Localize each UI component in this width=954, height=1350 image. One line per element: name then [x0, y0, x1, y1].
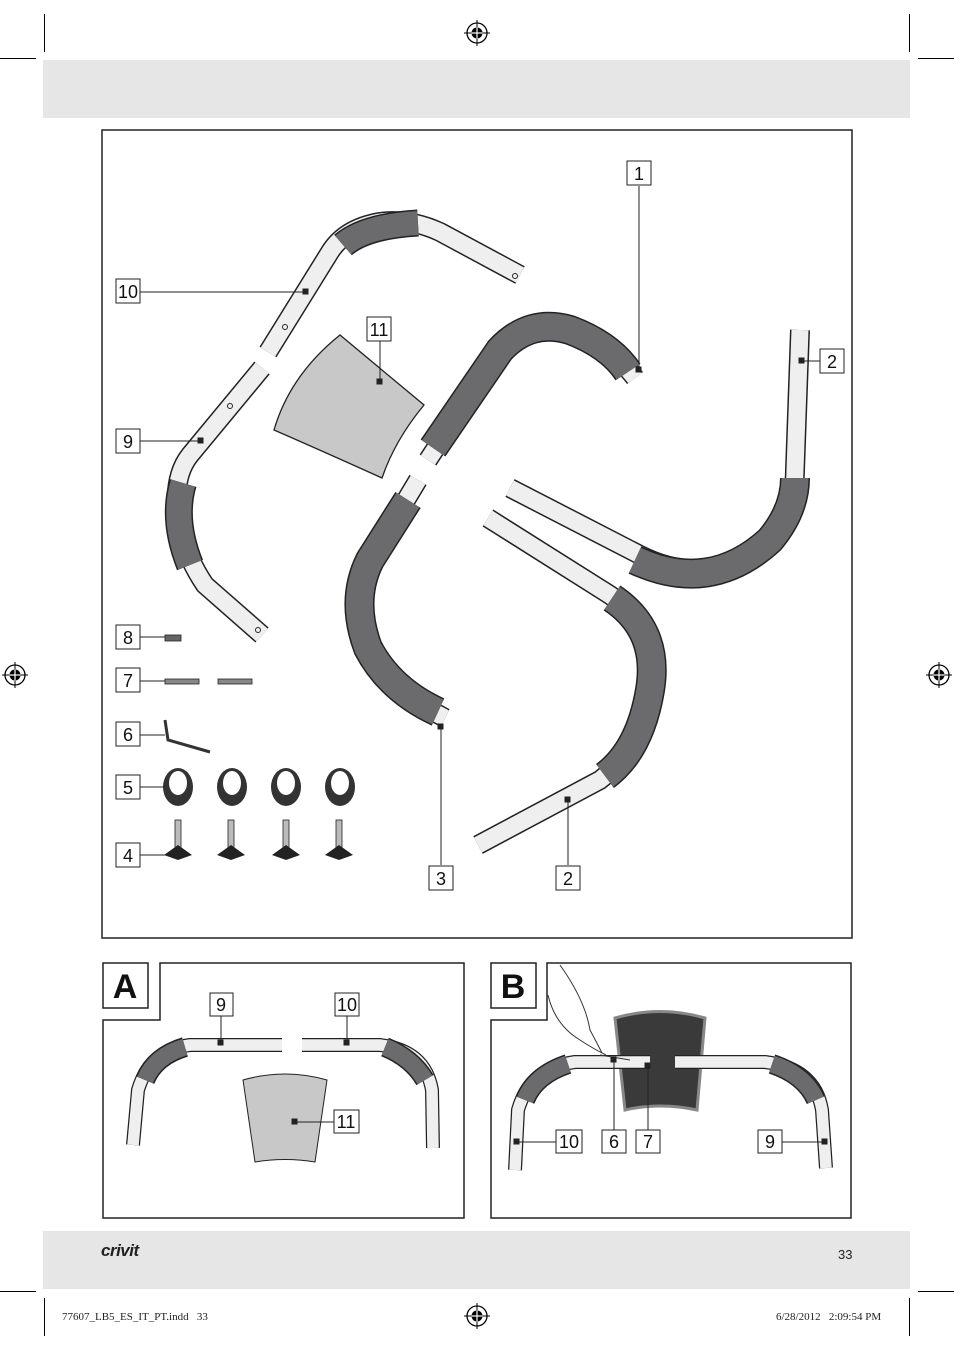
label-part-4: 4: [123, 846, 133, 866]
tube-part-2-lower: [473, 509, 667, 854]
label-part-10: 10: [118, 282, 138, 302]
crop-mark: [909, 14, 910, 52]
tube-part-3: [344, 474, 450, 727]
screw-part-8: [164, 634, 182, 642]
seat-fabric-a: [242, 1073, 328, 1163]
crop-mark: [0, 1291, 36, 1292]
label-part-2-bottom: 2: [563, 869, 573, 889]
crop-mark: [918, 58, 954, 59]
panel-a-label-11: 11: [337, 1112, 356, 1132]
seat-fabric-part-11: [273, 334, 425, 479]
tube-part-10: [259, 209, 525, 358]
crop-mark: [44, 14, 45, 52]
crop-mark: [909, 1298, 910, 1336]
panel-a-label-10: 10: [337, 995, 357, 1015]
footer-file: 77607_LB5_ES_IT_PT.indd 33: [62, 1311, 208, 1323]
header-band: [43, 60, 910, 118]
panel-b-label-10: 10: [559, 1132, 579, 1152]
tube-part-1: [419, 311, 643, 466]
brand-logo: crivit: [101, 1241, 139, 1260]
label-part-5: 5: [123, 778, 133, 798]
footer-band: [43, 1231, 910, 1289]
label-part-11: 11: [370, 320, 389, 340]
registration-mark-icon: [464, 20, 490, 46]
allen-key-part-6: [163, 719, 211, 754]
footer-timestamp: 6/28/2012 2:09:54 PM: [776, 1311, 882, 1323]
panel-b-label-7: 7: [643, 1132, 653, 1152]
registration-mark-icon: [2, 662, 28, 688]
label-part-2-top: 2: [827, 352, 837, 372]
panel-a-label-9: 9: [216, 995, 226, 1015]
label-part-3: 3: [436, 869, 446, 889]
panel-b-label-6: 6: [609, 1132, 619, 1152]
page-number: 33: [838, 1247, 853, 1262]
clamp-ring-part-5: [163, 768, 355, 806]
label-part-7: 7: [123, 671, 133, 691]
crop-mark: [0, 58, 36, 59]
crop-mark: [918, 1291, 954, 1292]
label-part-8: 8: [123, 628, 133, 648]
crop-mark: [44, 1298, 45, 1336]
panel-b-label-9: 9: [765, 1132, 775, 1152]
registration-mark-icon: [464, 1303, 490, 1329]
label-part-9: 9: [123, 432, 133, 452]
panel-a-letter: A: [113, 968, 138, 1006]
knob-part-4: [164, 819, 353, 860]
panel-b-letter: B: [501, 968, 526, 1006]
registration-mark-icon: [926, 662, 952, 688]
label-part-6: 6: [123, 725, 133, 745]
tube-part-2-upper: [505, 329, 810, 589]
tube-part-9: [164, 361, 270, 643]
label-part-1: 1: [634, 164, 644, 184]
